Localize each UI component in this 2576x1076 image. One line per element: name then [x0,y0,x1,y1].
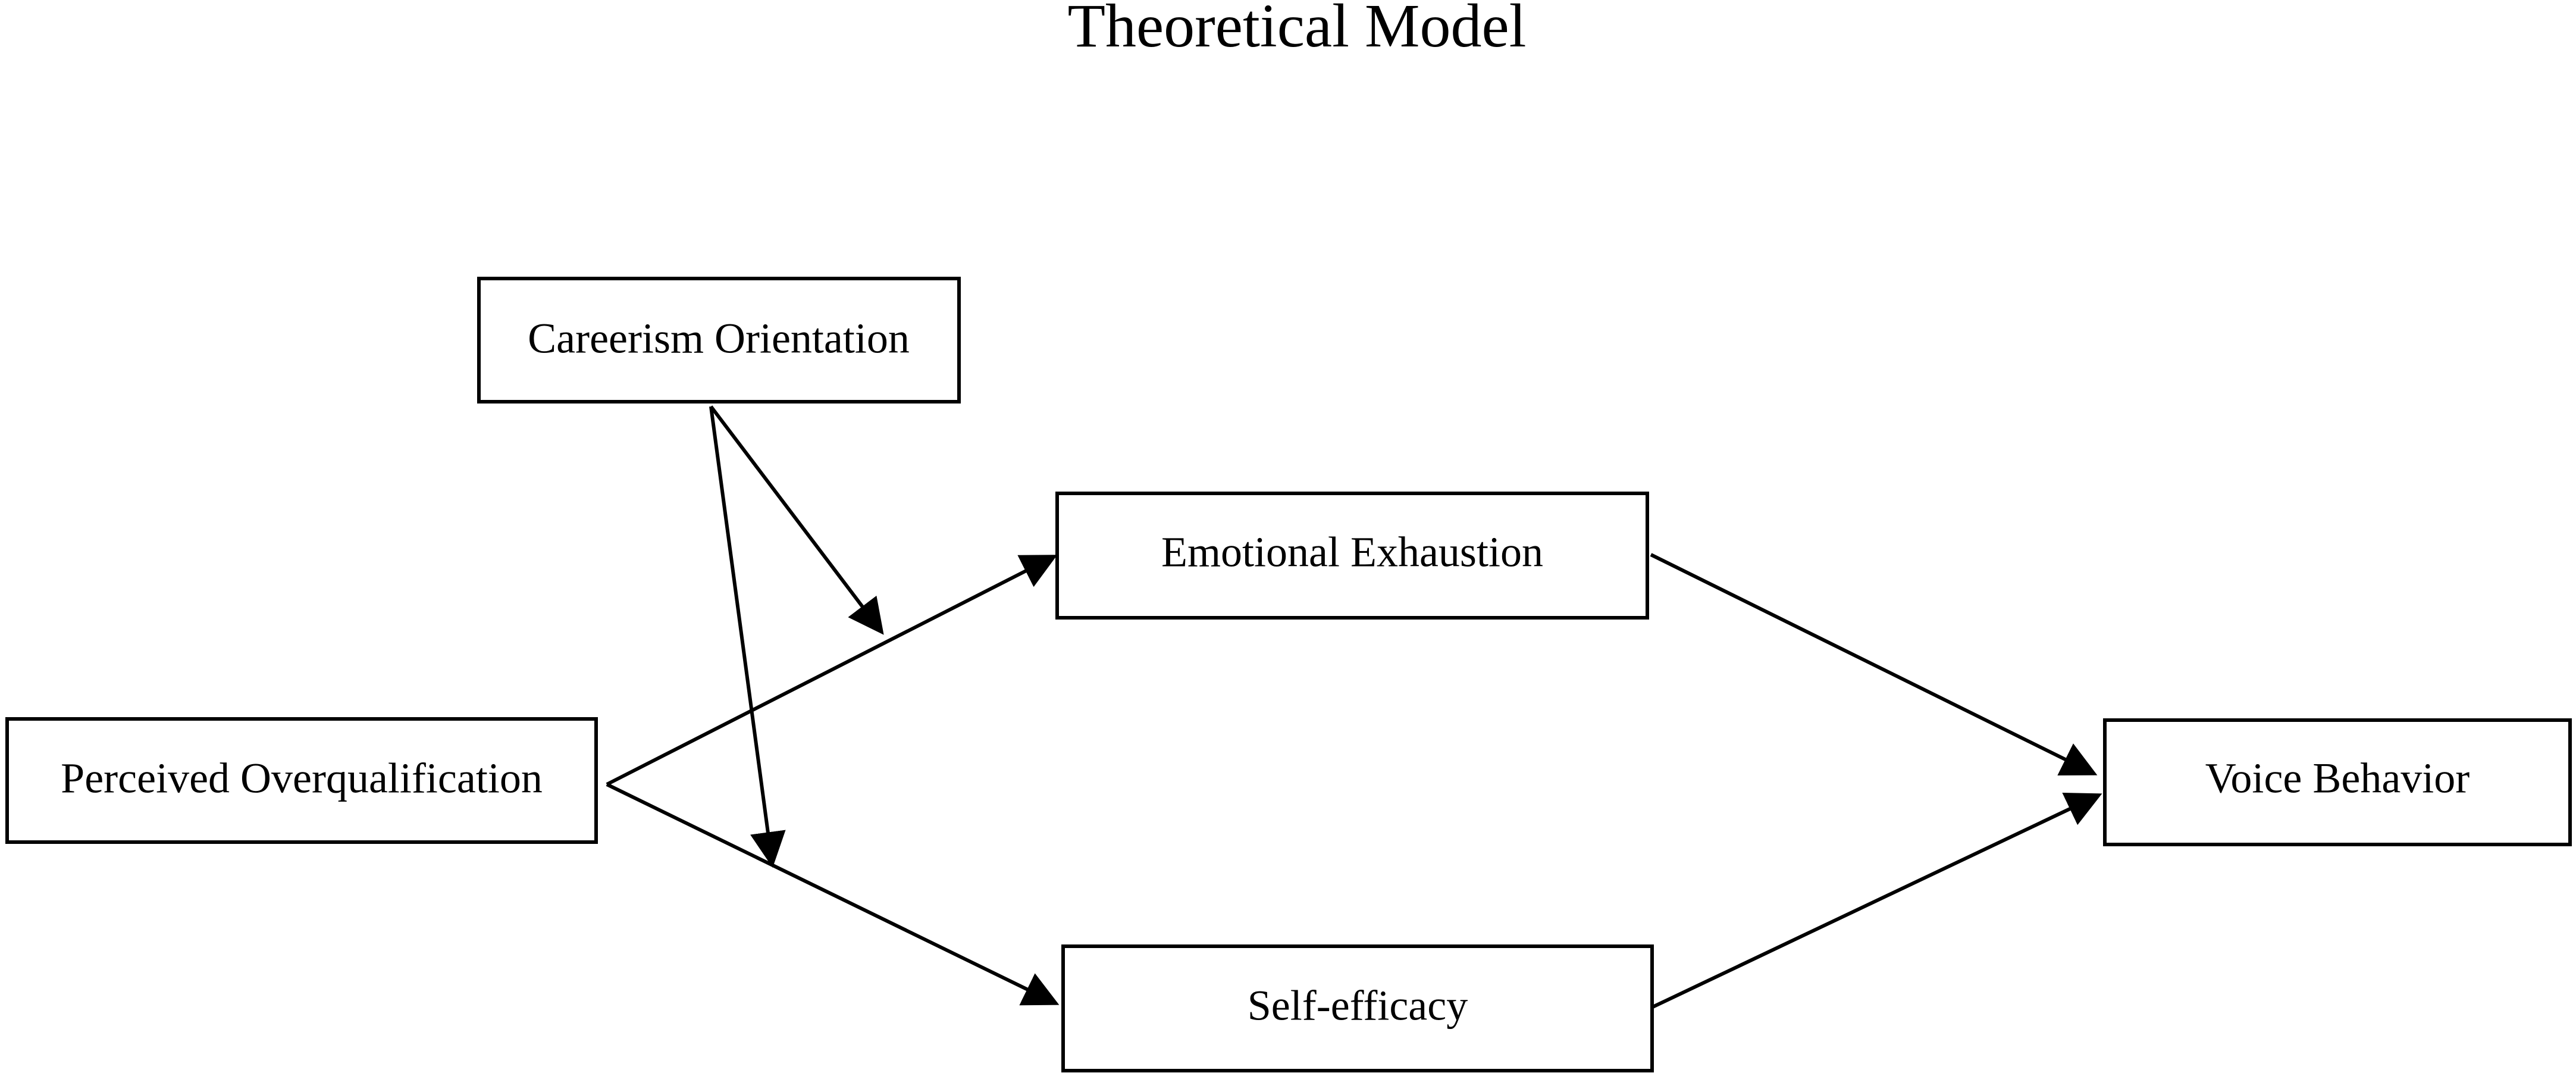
node-emotional-exhaustion: Emotional Exhaustion [1055,492,1649,620]
edge-overqualification-to-exhaustion [606,555,1058,786]
node-voice-behavior-label: Voice Behavior [2205,755,2470,802]
node-perceived-overqualification-label: Perceived Overqualification [61,755,543,802]
edge-careerism-moderates-self-efficacy-path [709,406,786,868]
node-voice-behavior: Voice Behavior [2103,718,2572,846]
edge-exhaustion-to-voice [1650,553,2098,775]
edge-overqualification-to-self-efficacy [606,783,1060,1006]
edge-careerism-moderates-exhaustion-path [709,405,884,635]
node-careerism-orientation: Careerism Orientation [477,277,961,404]
edge-self-efficacy-to-voice [1651,793,2102,1009]
node-perceived-overqualification: Perceived Overqualification [5,717,598,844]
diagram-title: Theoretical Model [1067,0,1526,60]
node-self-efficacy-label: Self-efficacy [1248,982,1468,1030]
node-emotional-exhaustion-label: Emotional Exhaustion [1161,528,1543,576]
node-careerism-orientation-label: Careerism Orientation [528,315,910,362]
node-self-efficacy: Self-efficacy [1061,944,1654,1072]
